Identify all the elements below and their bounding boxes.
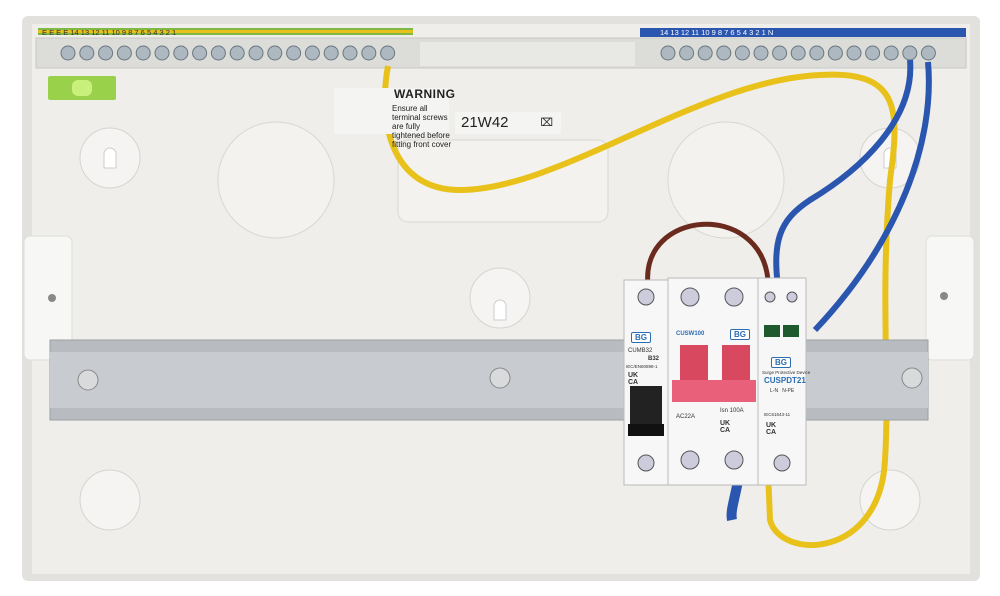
mcb-model: CUMB32 <box>628 348 653 354</box>
terminal-screw[interactable] <box>323 45 339 61</box>
mcb-rating: B32 <box>648 356 660 362</box>
spd-model: CUSPDT21 <box>764 376 806 385</box>
terminal-screw[interactable] <box>286 45 302 61</box>
neutral-wire <box>812 61 932 333</box>
terminal-screw[interactable] <box>116 45 132 61</box>
mcb-standard: IEC/EN60898-1 <box>626 364 658 369</box>
warning-text: Ensure all terminal screws are fully tig… <box>392 104 452 149</box>
spd-device <box>757 277 807 486</box>
rcd-toggle[interactable] <box>672 380 756 402</box>
terminal-screw[interactable] <box>342 45 358 61</box>
terminal-screw[interactable] <box>790 45 806 61</box>
terminal-screw[interactable] <box>772 45 788 61</box>
terminal-screw[interactable] <box>920 45 936 61</box>
rcd-model: CUSW100 <box>676 331 705 337</box>
neutral-bar-numbers: 14 13 12 11 10 9 8 7 6 5 4 3 2 1 N <box>660 28 774 37</box>
spd-terminals: L-N N-PE <box>770 388 795 394</box>
mcb-device <box>623 279 669 486</box>
terminal-screw[interactable] <box>135 45 151 61</box>
terminal-screw[interactable] <box>846 45 862 61</box>
terminal-screw[interactable] <box>248 45 264 61</box>
earth-wire <box>381 65 898 548</box>
terminal-screw[interactable] <box>883 45 899 61</box>
model-label: 21W42 ⌧ <box>455 112 561 134</box>
spd-brand-logo: BG <box>771 357 791 368</box>
spd-standard: IEC61643-11 <box>764 412 791 417</box>
terminal-screw[interactable] <box>734 45 750 61</box>
terminal-screw[interactable] <box>697 45 713 61</box>
rcd-brand-logo: BG <box>730 329 750 340</box>
spd-type: Surge Protective Device <box>762 370 811 375</box>
warning-label: WARNING Ensure all terminal screws are f… <box>334 88 455 149</box>
neutral-wire <box>773 59 914 301</box>
knockout <box>667 121 785 239</box>
terminal-screw[interactable] <box>154 45 170 61</box>
spd-marks: UK CA <box>766 422 777 436</box>
live-wire <box>645 221 771 286</box>
terminal-screw[interactable] <box>210 45 226 61</box>
model-code: 21W42 <box>461 114 509 131</box>
terminal-screw[interactable] <box>753 45 769 61</box>
terminal-screw[interactable] <box>679 45 695 61</box>
rcd-marks: UK CA <box>720 420 731 434</box>
terminal-screw[interactable] <box>865 45 881 61</box>
mcb-marks: UK CA <box>628 372 639 386</box>
terminal-screw[interactable] <box>79 45 95 61</box>
terminal-screw[interactable] <box>192 45 208 61</box>
warning-title: WARNING <box>394 87 456 101</box>
terminal-screw[interactable] <box>267 45 283 61</box>
knockout <box>397 139 609 223</box>
terminal-screw[interactable] <box>660 45 676 61</box>
terminal-screw[interactable] <box>304 45 320 61</box>
crossed-bin-icon: ⌧ <box>540 117 553 129</box>
mcb-brand-logo: BG <box>631 332 651 343</box>
terminal-screw[interactable] <box>173 45 189 61</box>
terminal-screw[interactable] <box>361 45 377 61</box>
knockout <box>217 121 335 239</box>
terminal-screw[interactable] <box>380 45 396 61</box>
terminal-screw[interactable] <box>809 45 825 61</box>
terminal-screw[interactable] <box>716 45 732 61</box>
rcd-current: Isn 100A <box>720 408 744 414</box>
earth-bar-numbers: E E E E 14 13 12 11 10 9 8 7 6 5 4 3 2 1 <box>42 28 177 37</box>
terminal-screw[interactable] <box>229 45 245 61</box>
terminal-screw[interactable] <box>98 45 114 61</box>
right-mounting-tab <box>925 235 975 361</box>
rcd-rating: AC22A <box>676 414 696 420</box>
terminal-screw[interactable] <box>60 45 76 61</box>
terminal-screw[interactable] <box>827 45 843 61</box>
terminal-screw[interactable] <box>902 45 918 61</box>
